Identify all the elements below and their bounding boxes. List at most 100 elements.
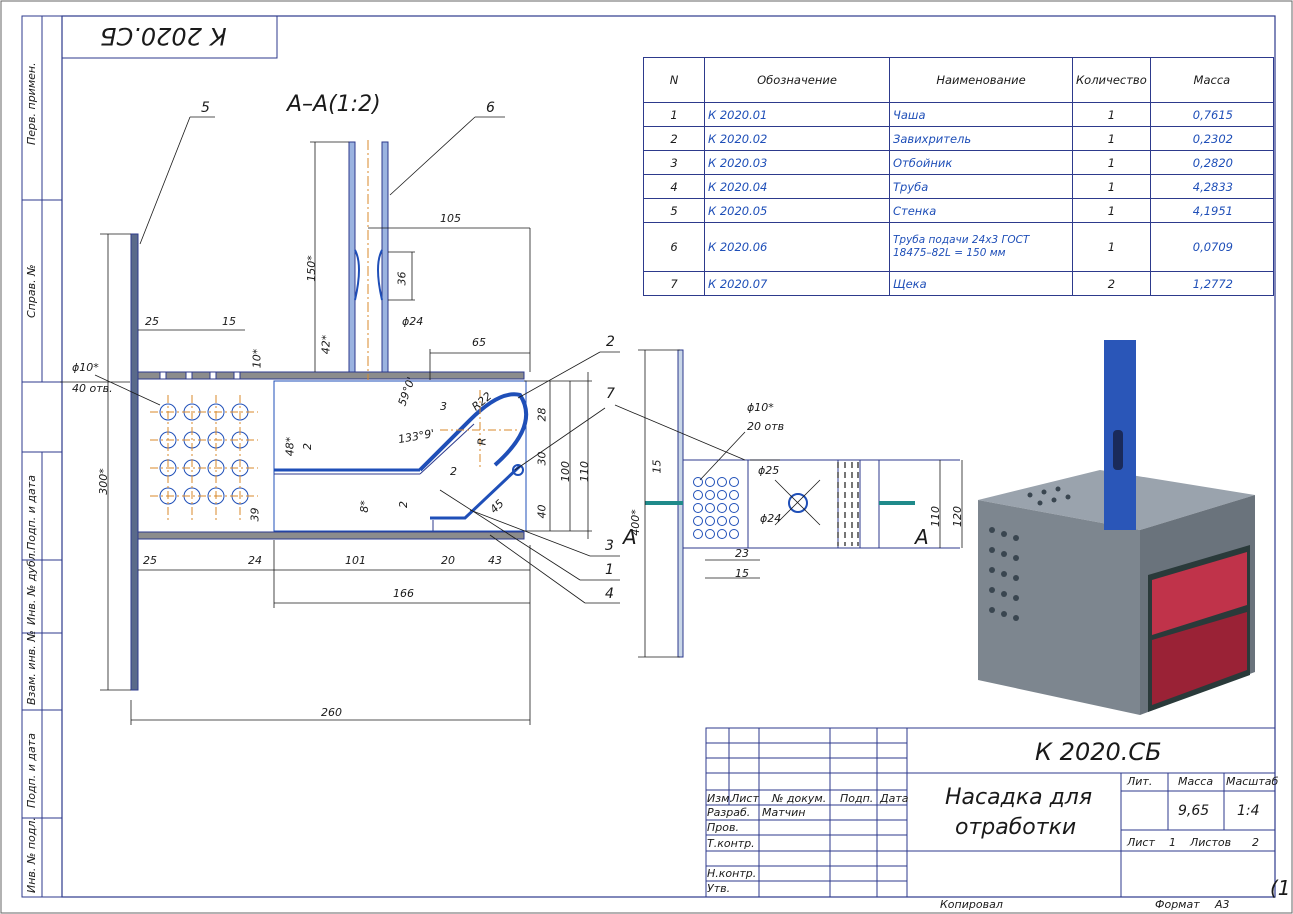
row-name: Труба — [889, 174, 1073, 199]
spec-header-mass: Масса — [1149, 57, 1275, 103]
dim-28: 28 — [535, 407, 549, 422]
dim-15-top: 15 — [222, 315, 236, 328]
row-mass: 0,0709 — [1149, 222, 1275, 272]
dim-39: 39 — [248, 507, 262, 522]
table-row: 1 К 2020.01 Чаша 1 0,7615 — [643, 102, 1275, 127]
row-designation: К 2020.04 — [704, 174, 890, 199]
dim-100: 100 — [559, 461, 572, 482]
title-mass: 9,65 — [1178, 803, 1210, 819]
dim-24: 24 — [248, 554, 262, 567]
spec-header-qty: Количество — [1072, 57, 1151, 103]
title-scale-header: Масштаб — [1226, 775, 1279, 788]
title-block-grid — [705, 727, 1276, 898]
title-name-line1: Насадка для — [945, 785, 1093, 810]
title-tkontr: Т.контр. — [707, 837, 755, 850]
row-designation: К 2020.05 — [704, 198, 890, 223]
title-author: Матчин — [762, 806, 806, 819]
table-row: 5 К 2020.05 Стенка 1 4,1951 — [643, 198, 1275, 223]
leader-2: 2 — [606, 334, 615, 350]
dim-2-b: 2 — [450, 465, 457, 478]
isometric-render — [973, 330, 1271, 723]
row-mass: 0,2820 — [1149, 150, 1275, 175]
row-n: 5 — [643, 198, 705, 223]
spec-header-name: Наименование — [889, 57, 1073, 103]
dim-110-left: 110 — [578, 461, 591, 482]
dim-2-c: 2 — [397, 501, 410, 508]
holes-left-size: ϕ10* — [72, 361, 99, 374]
title-lit: Лит. — [1127, 775, 1153, 788]
title-nkontr: Н.контр. — [707, 867, 757, 880]
side-label-ref-no: Справ. № — [25, 264, 38, 318]
title-code: К 2020.СБ — [1035, 738, 1162, 766]
title-list: Лист — [731, 792, 759, 805]
row-name-line2: 18475–82L = 150 мм — [893, 247, 1006, 259]
dim-20: 20 — [441, 554, 455, 567]
leader-3: 3 — [605, 538, 614, 554]
table-row: 7 К 2020.07 Щека 2 1,2772 — [643, 271, 1275, 296]
view-letter-left: А — [623, 525, 637, 549]
side-label-sign-date-2: Подп. и дата — [25, 733, 38, 808]
row-mass: 4,1951 — [1149, 198, 1275, 223]
title-prov: Пров. — [707, 821, 739, 834]
dim-15-side: 15 — [650, 459, 664, 474]
dim-2-a: 2 — [301, 443, 314, 450]
row-qty: 1 — [1072, 102, 1151, 127]
title-sheets: Листов — [1190, 836, 1232, 849]
row-mass: 0,2302 — [1149, 126, 1275, 151]
row-qty: 1 — [1072, 174, 1151, 199]
row-mass: 0,7615 — [1149, 102, 1275, 127]
title-format: Формат — [1155, 898, 1200, 911]
row-n: 7 — [643, 271, 705, 296]
row-name: Труба подачи 24х3 ГОСТ 18475–82L = 150 м… — [889, 222, 1073, 272]
rotated-code-box — [61, 15, 278, 59]
dim-400: 400* — [628, 509, 642, 536]
title-date: Дата — [880, 792, 909, 805]
dim-40: 40 — [535, 504, 549, 519]
row-n: 2 — [643, 126, 705, 151]
table-row: 6 К 2020.06 Труба подачи 24х3 ГОСТ 18475… — [643, 222, 1275, 272]
view-letter-right: А — [915, 525, 929, 549]
title-izm: Изм. — [707, 792, 733, 805]
leader-4: 4 — [605, 586, 614, 602]
dim-65: 65 — [472, 336, 486, 349]
title-corner-mark: (1 — [1270, 876, 1291, 900]
dim-15-side-bottom: 15 — [735, 567, 749, 580]
dim-120: 120 — [951, 506, 964, 527]
table-row: 4 К 2020.04 Труба 1 4,2833 — [643, 174, 1275, 199]
row-name-line1: Труба подачи 24х3 ГОСТ — [893, 234, 1030, 246]
dim-101: 101 — [345, 554, 366, 567]
side-view — [614, 349, 963, 658]
section-label: А–А(1:2) — [287, 92, 381, 117]
row-n: 1 — [643, 102, 705, 127]
leader-1: 1 — [605, 562, 614, 578]
row-name: Чаша — [889, 102, 1073, 127]
row-name: Щека — [889, 271, 1073, 296]
dim-105: 105 — [440, 212, 461, 225]
rotated-drawing-code: К 2020.СБ — [100, 22, 227, 50]
dim-48: 48* — [283, 436, 297, 457]
spec-header-n: N — [643, 57, 705, 103]
table-row: 2 К 2020.02 Завихритель 1 0,2302 — [643, 126, 1275, 151]
row-designation: К 2020.01 — [704, 102, 890, 127]
leader-7: 7 — [606, 386, 615, 402]
dim-166: 166 — [393, 587, 414, 600]
leader-6: 6 — [486, 100, 495, 116]
title-copied: Копировал — [940, 898, 1003, 911]
dim-36: 36 — [395, 271, 409, 286]
title-utv: Утв. — [707, 882, 731, 895]
holes-right-size: ϕ10* — [747, 401, 774, 414]
title-scale: 1:4 — [1237, 803, 1260, 819]
row-designation: К 2020.07 — [704, 271, 890, 296]
row-name: Отбойник — [889, 150, 1073, 175]
specification-table: N Обозначение Наименование Количество Ма… — [643, 57, 1275, 296]
title-format-value: А3 — [1215, 898, 1230, 911]
row-n: 4 — [643, 174, 705, 199]
dim-300: 300* — [96, 468, 110, 495]
dim-260: 260 — [321, 706, 342, 719]
title-sheet: Лист — [1127, 836, 1155, 849]
side-label-orig-inv: Инв. № подл. — [25, 817, 38, 893]
title-sign: Подп. — [840, 792, 874, 805]
dim-8: 8* — [357, 500, 371, 513]
row-qty: 1 — [1072, 150, 1151, 175]
